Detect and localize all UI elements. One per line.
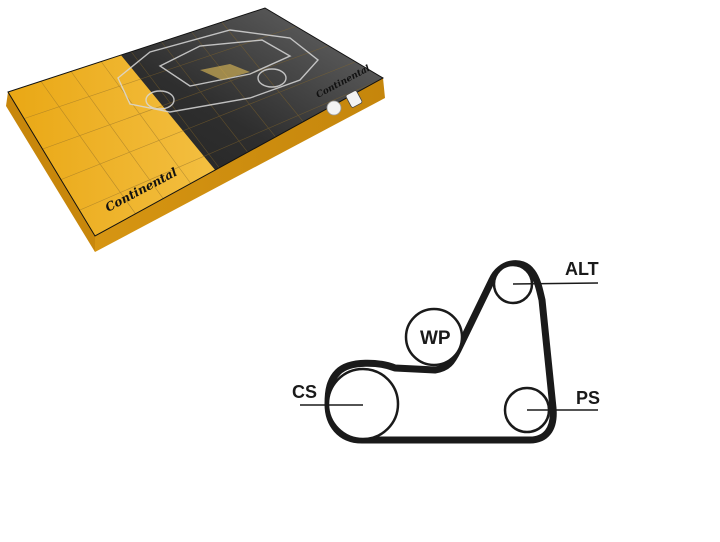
product-box: Continental Continental [6, 7, 385, 252]
label-wp: WP [420, 328, 451, 349]
car-xray-graphic [117, 29, 320, 113]
label-alt: ALT [565, 259, 599, 279]
certification-icon [345, 90, 363, 108]
box-side-face [95, 78, 385, 252]
box-front-face [6, 92, 95, 252]
pulley-cs [326, 367, 400, 441]
alt-leader-line [512, 282, 599, 285]
pulley-wp [404, 307, 464, 367]
label-cs: CS [292, 382, 317, 402]
belt-routing-diagram: ALT WP CS PS [292, 259, 600, 444]
badge-icon [326, 100, 342, 116]
label-ps: PS [576, 388, 600, 408]
